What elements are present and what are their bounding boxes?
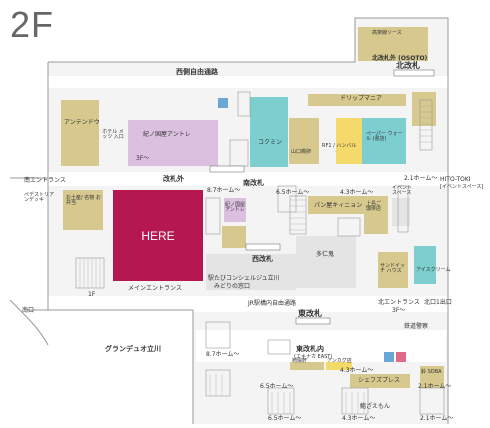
gate-east-inner-sub: (エキナカ EAST) (294, 354, 333, 360)
event-space (392, 198, 410, 226)
entrance-pedestrian-label: ペデストリアンデッキ (24, 192, 55, 203)
restroom-icons (218, 98, 406, 362)
shop-osoto[interactable] (358, 27, 428, 61)
platform-43b-label: 4.3ホーム〜 (342, 415, 376, 422)
ticket-gates (209, 69, 435, 325)
gate-east-inner-label: 東改札内 (296, 345, 324, 353)
platform-43a-label: 4.3ホーム〜 (340, 189, 374, 196)
shop-antendo-label: アンテンドウ (64, 119, 100, 126)
shop-omiyage-label: お土産/ 名物 お弁当 (66, 195, 101, 206)
road-jr-label: JR駅構内自由通路 (248, 300, 296, 307)
shop-hotel-label: ホテル メッツ 入口 (102, 129, 124, 140)
shop-kamiko-label: 上島ご 珈琲店 (366, 201, 382, 212)
shop-drip[interactable] (308, 94, 406, 106)
platform-87-label: 8.7ホーム〜 (207, 187, 241, 194)
entrance-north-label: 北エントランス (378, 299, 420, 306)
shop-concierge[interactable] (222, 226, 246, 248)
shop-miyaso[interactable] (289, 118, 319, 164)
shop-concierge-label: 駅たびコンシェルジュ立川 (208, 275, 280, 282)
shop-sand-label: サンドイッチ ハウス (380, 263, 406, 274)
stairs-group (75, 91, 445, 415)
outer-paths (9, 177, 49, 346)
entrance-north-note: 北口1出口 (424, 299, 452, 306)
here-marker: HERE (113, 190, 203, 281)
atm-area (296, 236, 356, 288)
shop-kamiko[interactable] (364, 196, 388, 234)
gate-south-label: 南改札 (243, 179, 264, 187)
shop-comminy[interactable] (250, 97, 288, 167)
shop-kinokuniya-label: 紀ノ国屋アントレ (143, 131, 191, 138)
gate-outside-label: 改札外 (163, 175, 184, 183)
entrance-north-floor: 3F〜 (392, 307, 406, 314)
shop-soba[interactable] (420, 366, 444, 388)
shop-kasutera-label: 崎陽軒 (292, 358, 308, 364)
shop-antendo[interactable] (61, 100, 99, 166)
shop-shea-label: シェフズプレス (358, 377, 401, 384)
platform-65b-label: 6.5ホーム〜 (268, 415, 302, 422)
shop-shea[interactable] (350, 374, 410, 388)
shop-jrpolice-label: 鉄道警察 (404, 323, 429, 330)
shop-midori-label: みどりの窓口 (214, 283, 251, 290)
shop-panya[interactable] (308, 196, 364, 214)
shop-panya-label: パン屋キィニョン (314, 202, 363, 209)
entrance-main-label: メインエントランス (128, 285, 182, 292)
shop-kinokuniya[interactable] (128, 120, 218, 166)
shop-soba-label: 鈴 SOBA (421, 369, 442, 375)
west-gate-area (206, 254, 296, 290)
shop-paper-label: ペーパー ウォール (書店) (366, 131, 403, 142)
platform-43c-label: 4.3ホーム〜 (340, 367, 374, 374)
platform-65c-label: 6.5ホーム〜 (260, 383, 294, 390)
platform-3f-label: 3F〜 (136, 155, 150, 162)
gate-east-label: 東改札 (298, 309, 322, 318)
platform-1f-label: 1F (88, 291, 96, 298)
lower-wall (26, 309, 449, 424)
shop-osoto-label: 北改札外 (OSOTO) (372, 55, 428, 62)
stair-lines (79, 105, 432, 414)
shop-rf1-label: RF1 / ハンバル (322, 143, 357, 149)
gate-north-label: 北改札 (396, 61, 420, 70)
road-west-label: 西側自由通路 (176, 68, 218, 76)
shop-comminy-label: コクミン (258, 139, 283, 146)
shop-ice-label: アイスクリーム (416, 267, 451, 273)
shop-kinokuniya2[interactable] (224, 198, 246, 222)
shop-ice[interactable] (414, 246, 436, 284)
shop-atm-label: 多仁鬼 (316, 251, 335, 258)
entrance-south-label: 南エントランス (24, 177, 66, 184)
shop-event-label: イベント スペース (392, 185, 413, 196)
gate-west-label: 西改札 (252, 255, 273, 263)
shop-osoto-name: 高架線ソース (372, 30, 402, 36)
shop-hitotoki-sub: [イベントスペース] (440, 184, 484, 190)
shop-kinokuniya2-label: 紀ノ国屋 アントレ (225, 202, 246, 213)
middle-corridor (48, 172, 448, 186)
outer-wall (47, 17, 449, 310)
platform-65a-label: 6.5ホーム〜 (276, 189, 310, 196)
shop-hitotoki-label: HITO-TOKI (440, 176, 471, 183)
shop-rf1[interactable] (336, 118, 362, 164)
shop-sand[interactable] (378, 252, 408, 288)
entrance-nan-label: 南口 (22, 307, 35, 314)
shop-right-top[interactable] (412, 92, 436, 126)
shop-ankoro-label: アンカグ店 (327, 358, 352, 364)
shop-sushi-label: 鮨ざえもん (360, 403, 391, 410)
platform-21b-label: 2.1ホーム〜 (420, 415, 454, 422)
platform-21c-label: 2.1ホーム〜 (418, 383, 452, 390)
platform-21a-label: 2.1ホーム〜 (404, 175, 438, 182)
floor-label: 2F (10, 4, 55, 45)
platform-87c-label: 8.7ホーム〜 (206, 351, 240, 358)
west-corridor (48, 76, 448, 88)
shop-omiyage[interactable] (63, 190, 103, 230)
road-grande-label: グランデュオ立川 (105, 345, 161, 353)
shop-drip-label: ドリップマニア (340, 95, 383, 102)
jr-corridor (48, 296, 448, 310)
shop-miyaso-label: 山口鶏卵 (291, 149, 312, 155)
shop-paper[interactable] (362, 118, 406, 164)
